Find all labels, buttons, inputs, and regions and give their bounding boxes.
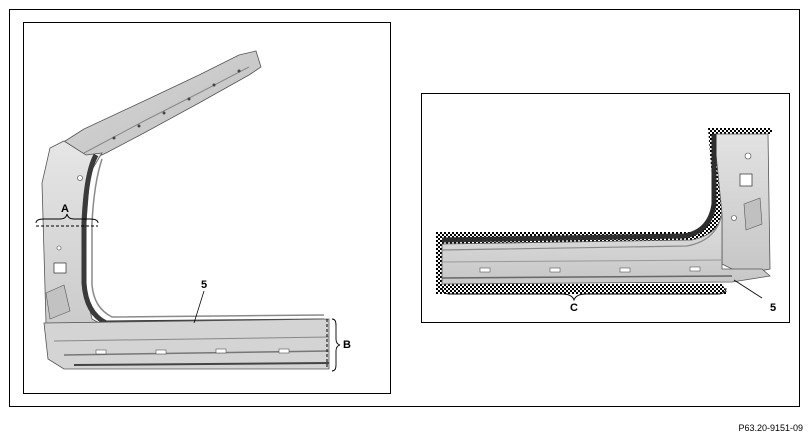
- b-pillar-lower: [713, 133, 771, 275]
- figure-code: P63.20-9151-09: [738, 423, 803, 433]
- sill-slots: [95, 348, 290, 355]
- label-c: C: [570, 302, 578, 314]
- label-5-right: 5: [770, 302, 777, 314]
- label-b: B: [343, 339, 351, 351]
- sill-body: [441, 211, 771, 285]
- pillar-opening: [739, 173, 753, 187]
- side-wall-drawing: [35, 50, 341, 372]
- pillar-slot: [53, 262, 67, 274]
- side-sill: [43, 318, 330, 370]
- left-panel-side-wall: A 5 B: [23, 22, 391, 394]
- leader-5-right: [733, 279, 763, 299]
- leader-5-left: [193, 290, 205, 324]
- label-a: A: [61, 203, 69, 215]
- roof-rail-holes: [112, 69, 241, 140]
- sill-detail-slots: [479, 266, 701, 273]
- roof-rail: [61, 50, 262, 164]
- sill-flange: [441, 134, 717, 243]
- inner-flange: [81, 153, 325, 326]
- sill-detail-drawing: [436, 128, 772, 302]
- brace-c: [441, 287, 727, 302]
- roof-rail-edge: [83, 66, 250, 154]
- label-5-left: 5: [201, 279, 208, 291]
- outer-frame: [9, 9, 800, 407]
- right-panel-sill-detail: C 5: [421, 93, 790, 323]
